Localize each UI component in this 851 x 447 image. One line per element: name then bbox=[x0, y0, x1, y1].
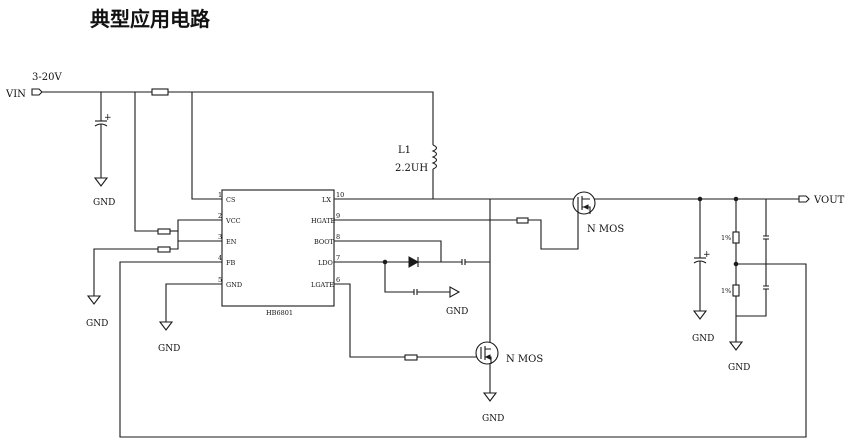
low-side-mosfet-symbol bbox=[480, 346, 492, 364]
en-pulldown-resistor bbox=[157, 246, 171, 253]
ic-pin-name: VCC bbox=[225, 217, 241, 225]
high-side-mosfet-icon bbox=[572, 191, 596, 215]
high-side-mosfet-label: N MOS bbox=[587, 224, 624, 235]
ground-icon bbox=[93, 177, 109, 187]
lgate-wire bbox=[345, 283, 405, 358]
ic-pin-number: 3 bbox=[218, 233, 222, 241]
low-side-mosfet-label: N MOS bbox=[506, 354, 543, 365]
ground-icon bbox=[692, 310, 708, 320]
hgate-to-fet-wire bbox=[528, 209, 579, 250]
boot-wire bbox=[345, 240, 442, 262]
low-side-mosfet-arrow-icon bbox=[484, 354, 491, 360]
gnd-label: GND bbox=[158, 344, 180, 354]
lgate-resistor bbox=[404, 354, 418, 361]
divider-top-tolerance-label: 1% bbox=[721, 234, 731, 242]
ic-pin-name: FB bbox=[226, 259, 236, 267]
high-side-mosfet-symbol bbox=[577, 196, 591, 214]
inductor-ref-label: L1 bbox=[398, 145, 411, 156]
ground-icon bbox=[449, 286, 461, 298]
ff-capacitor-icon bbox=[763, 235, 769, 240]
ic-left-pin-stubs bbox=[214, 198, 222, 285]
vout-label: VOUT bbox=[813, 195, 845, 206]
ground-icon bbox=[482, 392, 498, 402]
sense-to-inductor-wire bbox=[168, 91, 434, 145]
en-wire bbox=[177, 231, 222, 242]
fb-bottom-capacitor-icon bbox=[763, 285, 769, 290]
ic-pin-number: 5 bbox=[218, 276, 222, 284]
ic-pin-number: 6 bbox=[336, 276, 340, 284]
ldo-capacitor-icon bbox=[413, 289, 418, 295]
ic-pin-name: HGATE bbox=[311, 217, 336, 225]
boot-diode-icon bbox=[408, 256, 420, 268]
ic-hb6801 bbox=[221, 189, 335, 307]
gnd-label: GND bbox=[728, 363, 750, 373]
inductor-value-label: 2.2UH bbox=[395, 163, 428, 174]
vcc-wire bbox=[134, 92, 222, 232]
feedback-loop-wire bbox=[119, 261, 807, 438]
ic-pin-name: GND bbox=[226, 281, 242, 289]
hgate-resistor bbox=[516, 217, 529, 224]
ic-pin-number: 10 bbox=[336, 191, 344, 199]
ic-pin-number: 7 bbox=[336, 254, 340, 262]
ground-icon bbox=[158, 321, 174, 331]
ic-gnd-wire bbox=[165, 283, 222, 322]
gnd-label: GND bbox=[446, 307, 468, 317]
boot-capacitor-icon bbox=[461, 259, 466, 265]
vout-terminal bbox=[798, 195, 810, 203]
en-pullup-resistor bbox=[157, 228, 171, 235]
ic-right-pin-stubs bbox=[334, 198, 345, 285]
ic-pin-name: LX bbox=[322, 196, 331, 204]
cout-polarity-icon: + bbox=[703, 250, 711, 260]
ic-pin-name: BOOT bbox=[314, 238, 335, 246]
high-side-mosfet-arrow-icon bbox=[582, 204, 589, 210]
divider-bottom-resistor bbox=[732, 284, 740, 297]
vin-terminal bbox=[31, 88, 43, 96]
divider-top-resistor bbox=[732, 231, 740, 244]
ic-part-label: HB6801 bbox=[266, 309, 293, 317]
ic-pin-number: 1 bbox=[218, 191, 222, 199]
ic-pin-name: EN bbox=[226, 238, 237, 246]
vin-range-label: 3-20V bbox=[32, 72, 62, 83]
ground-icon bbox=[86, 295, 102, 305]
vin-label: VIN bbox=[5, 89, 26, 100]
ic-pin-number: 2 bbox=[218, 212, 222, 220]
gnd-label: GND bbox=[692, 334, 714, 344]
gnd-label: GND bbox=[93, 198, 115, 208]
page-title: 典型应用电路 bbox=[90, 7, 211, 31]
ic-pin-name: LGATE bbox=[311, 281, 334, 289]
cin-polarity-icon: + bbox=[104, 113, 112, 123]
inductor-coil bbox=[431, 144, 438, 170]
fb-bottom-cap-wire bbox=[736, 289, 767, 317]
ic-pin-name: LDO bbox=[318, 259, 333, 267]
ic-pin-number: 8 bbox=[336, 233, 340, 241]
sense-resistor bbox=[151, 88, 169, 96]
low-side-mosfet-icon bbox=[475, 341, 499, 365]
ic-pin-number: 4 bbox=[218, 254, 222, 262]
cs-wire bbox=[191, 92, 222, 200]
ic-pin-number: 9 bbox=[336, 212, 340, 220]
gnd-label: GND bbox=[482, 414, 504, 424]
en-node-wire bbox=[170, 241, 179, 250]
divider-bottom-tolerance-label: 1% bbox=[721, 287, 731, 295]
gnd-label: GND bbox=[86, 319, 108, 329]
en-ground-wire bbox=[93, 248, 158, 296]
ldo-cap-wire bbox=[384, 262, 414, 293]
ground-icon bbox=[728, 341, 744, 351]
ic-pin-name: CS bbox=[226, 196, 235, 204]
